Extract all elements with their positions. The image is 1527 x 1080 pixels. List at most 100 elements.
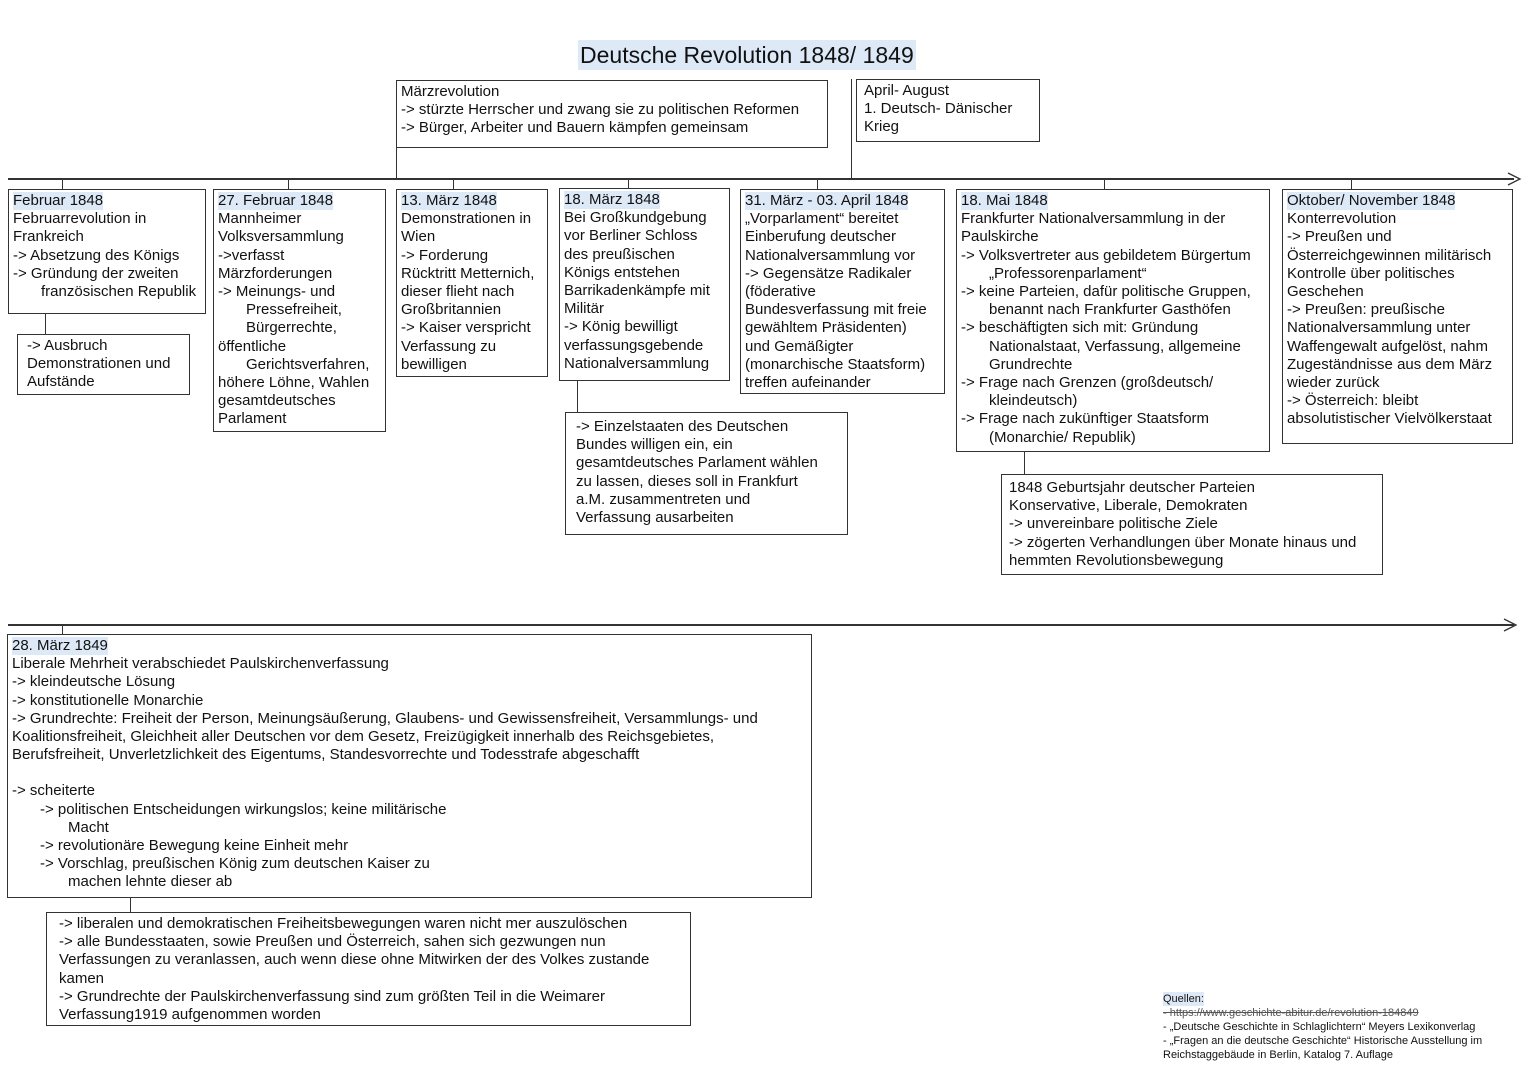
sources: Quellen: - https://www.geschichte-abitur…: [1163, 992, 1482, 1062]
connector-einzelstaaten: [577, 381, 578, 413]
connector-1849-sub: [130, 897, 131, 913]
text-line: vor Berliner Schloss: [564, 227, 698, 245]
connector-event-3: [453, 179, 454, 189]
text-line: Macht: [68, 818, 109, 836]
text-line: höhere Löhne, Wahlen: [218, 374, 370, 392]
text-line: -> Ausbruch: [27, 337, 108, 354]
event-date: 27. Februar 1848: [218, 192, 334, 211]
text-line: -> unvereinbare politische Ziele: [1009, 515, 1218, 533]
text-line: -> stürzte Herrscher und zwang sie zu po…: [401, 101, 800, 119]
text-line: -> Vorschlag, preußischen König zum deut…: [40, 855, 430, 873]
event-date: Februar 1848: [13, 192, 104, 211]
blank-line: [12, 764, 807, 782]
text-line: wieder zurück: [1287, 374, 1380, 392]
text-line: Nationalstaat, Verfassung, allgemeine: [989, 337, 1241, 355]
text-line: Verfassung zu: [401, 337, 497, 355]
text-line: Königs entstehen: [564, 263, 680, 281]
text-line: treffen aufeinander: [745, 374, 871, 392]
text-line: Verfassungen zu veranlassen, auch wenn d…: [59, 951, 650, 969]
connector-event-1849: [62, 625, 63, 635]
box-maerzrevolution: Märzrevolution-> stürzte Herrscher und z…: [396, 80, 828, 148]
connector-event-7: [1351, 179, 1352, 189]
text-line: -> konstitutionelle Monarchie: [12, 691, 204, 709]
event-date: 13. März 1848: [401, 192, 497, 211]
text-line: Nationalversammlung unter: [1287, 319, 1471, 337]
text-line: -> Bürger, Arbeiter und Bauern kämpfen g…: [401, 119, 749, 137]
text-line: -> König bewilligt: [564, 318, 678, 336]
event-date: 31. März - 03. April 1848: [745, 192, 909, 211]
text-line: Bundesverfassung mit freie: [745, 301, 927, 319]
timeline-2-arrowhead: [1503, 618, 1518, 632]
text-line: Berufsfreiheit, Unverletzlichkeit des Ei…: [12, 746, 640, 764]
connector-event-4: [628, 179, 629, 189]
event-date: 18. Mai 1848: [961, 192, 1048, 211]
text-line: Aufstände: [27, 373, 95, 391]
text-line: -> scheiterte: [12, 782, 95, 800]
text-line: Pressefreiheit,: [246, 301, 342, 319]
text-line: -> Grundrechte der Paulskirchenverfassun…: [59, 987, 605, 1005]
text-line: machen lehnte dieser ab: [68, 873, 233, 891]
text-line: Geschehen: [1287, 283, 1364, 301]
text-line: -> keine Parteien, dafür politische Grup…: [961, 283, 1251, 301]
text-line: Einberufung deutscher: [745, 228, 896, 246]
text-line: Großbritannien: [401, 301, 502, 319]
text-line: und Gemäßigter: [745, 337, 854, 355]
text-line: gesamtdeutsches: [218, 392, 336, 410]
text-line: -> beschäftigten sich mit: Gründung: [961, 319, 1199, 337]
text-line: Bundes willigen ein, ein: [576, 436, 733, 454]
event-date: Oktober/ November 1848: [1287, 192, 1456, 211]
text-line: -> politischen Entscheidungen wirkungslo…: [40, 800, 447, 818]
page-title: Deutsche Revolution 1848/ 1849: [578, 40, 916, 70]
text-line: Kontrolle über politisches: [1287, 264, 1455, 282]
text-line: Nationalversammlung: [564, 354, 710, 372]
connector-parteien: [1024, 451, 1025, 474]
text-line: -> Kaiser verspricht: [401, 319, 531, 337]
text-line: Märzrevolution: [401, 83, 500, 100]
connector-event-6: [1104, 179, 1105, 189]
text-line: Militär: [564, 300, 604, 318]
text-line: -> Preußen: preußische: [1287, 301, 1445, 319]
text-line: -> kleindeutsche Lösung: [12, 673, 176, 691]
source-item: - „Fragen an die deutsche Geschichte“ Hi…: [1163, 1035, 1483, 1047]
text-line: Grundrechte: [989, 355, 1073, 373]
text-line: -> Einzelstaaten des Deutschen: [576, 418, 789, 435]
text-line: bewilligen: [401, 355, 467, 373]
text-line: kamen: [59, 969, 105, 987]
text-line: Barrikadenkämpfe mit: [564, 282, 710, 300]
sources-heading: Quellen:: [1163, 992, 1204, 1006]
text-line: Konterrevolution: [1287, 210, 1397, 228]
source-item: - „Deutsche Geschichte in Schlaglichtern…: [1163, 1021, 1476, 1033]
text-line: Gerichtsverfahren,: [246, 355, 370, 373]
text-line: -> Meinungs- und: [218, 283, 336, 301]
text-line: -> Frage nach Grenzen (großdeutsch/: [961, 374, 1214, 392]
source-item[interactable]: - https://www.geschichte-abitur.de/revol…: [1163, 1007, 1419, 1019]
text-line: Februarrevolution in: [13, 210, 147, 228]
text-line: französischen Republik: [41, 283, 197, 301]
text-line: -> Volksvertreter aus gebildetem Bürgert…: [961, 246, 1251, 264]
text-line: Wien: [401, 228, 436, 246]
text-line: hemmten Revolutionsbewegung: [1009, 551, 1224, 569]
connector-krieg: [851, 79, 852, 179]
text-line: ->verfasst: [218, 246, 285, 264]
text-line: -> Gegensätze Radikaler: [745, 264, 912, 282]
connector-maerzrevolution: [396, 147, 397, 179]
text-line: Liberale Mehrheit verabschiedet Paulskir…: [12, 655, 389, 673]
text-line: (monarchische Staatsform): [745, 355, 926, 373]
text-line: -> Grundrechte: Freiheit der Person, Mei…: [12, 709, 758, 727]
text-line: -> Frage nach zukünftiger Staatsform: [961, 410, 1210, 428]
text-line: -> Preußen und: [1287, 228, 1392, 246]
text-line: „Professorenparlament“: [989, 264, 1147, 282]
text-line: Frankfurter Nationalversammlung in der: [961, 210, 1226, 228]
text-line: Frankreich: [13, 228, 84, 246]
text-line: Österreichgewinnen militärisch: [1287, 246, 1492, 264]
text-line: Konservative, Liberale, Demokraten: [1009, 497, 1248, 515]
text-line: Bei Großkundgebung: [564, 209, 707, 227]
text-line: dieser flieht nach: [401, 283, 515, 301]
